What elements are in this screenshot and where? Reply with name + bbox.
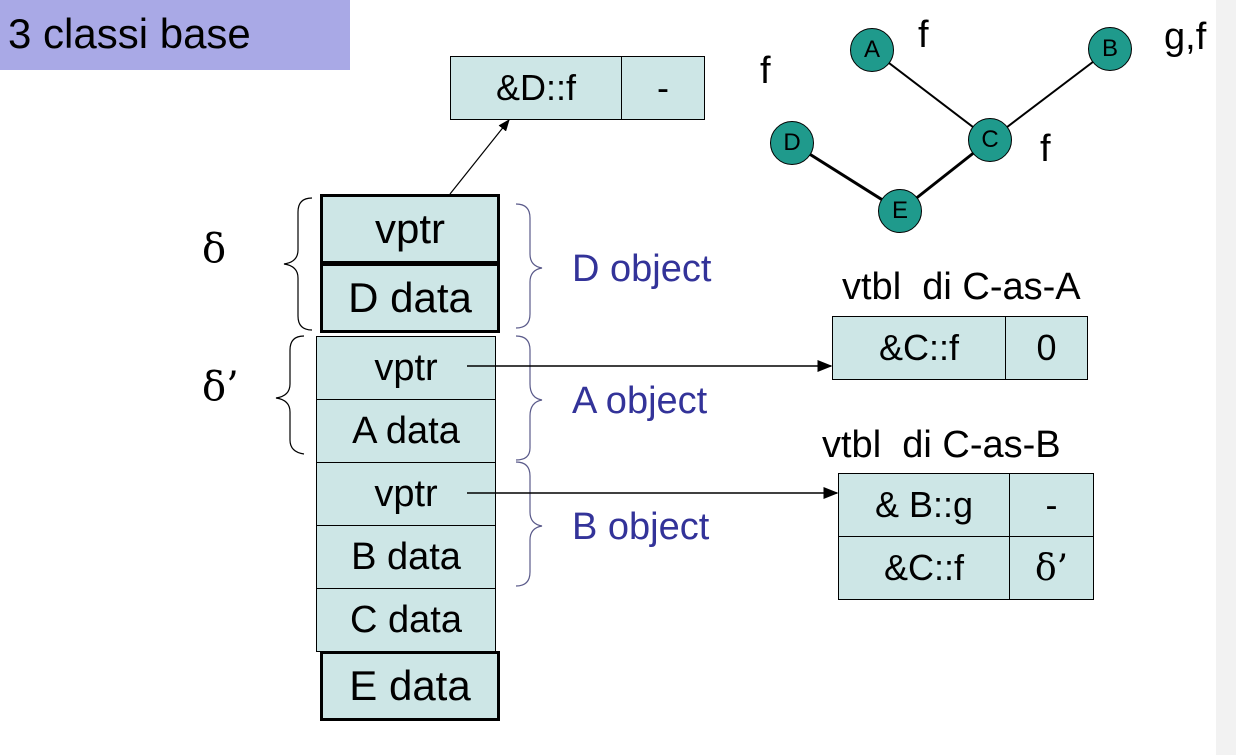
d-data-cell: D data bbox=[320, 263, 500, 333]
vtbl-ca-title: vtbl di C-as-A bbox=[842, 266, 1081, 308]
c-data-cell: C data bbox=[316, 588, 496, 652]
delta-label: δ bbox=[202, 226, 227, 272]
right-edge-strip bbox=[1216, 0, 1236, 755]
delta-left-brace bbox=[283, 197, 313, 331]
graph-node-d: D bbox=[770, 121, 814, 165]
top-vtbl-cell-2: - bbox=[621, 56, 705, 120]
graph-label-c: f bbox=[1040, 128, 1051, 170]
vtbl-cb-title: vtbl di C-as-B bbox=[822, 424, 1061, 466]
d-vptr-cell: vptr bbox=[320, 194, 500, 264]
d-object-right-brace bbox=[515, 203, 543, 329]
a-vptr-cell: vptr bbox=[316, 336, 496, 400]
e-data-cell: E data bbox=[320, 651, 500, 721]
vtbl-ca-cell-1: &C::f bbox=[832, 316, 1006, 380]
graph-node-c: C bbox=[968, 118, 1012, 162]
delta-prime-label: δ’ bbox=[202, 364, 239, 410]
b-vptr-cell: vptr bbox=[316, 462, 496, 526]
b-object-right-brace bbox=[515, 461, 543, 587]
edge-a-c bbox=[871, 49, 991, 141]
vtbl-cb-cell-r1c2: - bbox=[1009, 473, 1094, 537]
graph-node-b: B bbox=[1088, 27, 1132, 71]
graph-node-a: A bbox=[850, 28, 894, 72]
graph-label-a: f bbox=[918, 14, 929, 56]
vtbl-ca-cell-2: 0 bbox=[1005, 316, 1088, 380]
b-object-label: B object bbox=[572, 506, 710, 548]
a-object-right-brace bbox=[515, 335, 543, 461]
graph-node-e: E bbox=[878, 189, 922, 233]
slide-title: 3 classi base bbox=[8, 10, 251, 57]
d-vptr-arrow bbox=[449, 119, 510, 195]
edge-b-c bbox=[989, 48, 1111, 141]
vtbl-cb-cell-r2c1: &C::f bbox=[838, 536, 1010, 600]
b-data-cell: B data bbox=[316, 525, 496, 589]
delta-prime-left-brace bbox=[275, 335, 305, 455]
d-object-label: D object bbox=[572, 248, 712, 290]
vtbl-cb-cell-r2c2: δ’ bbox=[1009, 536, 1094, 600]
a-object-label: A object bbox=[572, 380, 708, 422]
graph-label-d: f bbox=[760, 50, 771, 92]
graph-label-b: g,f bbox=[1164, 16, 1207, 58]
slide-title-bar: 3 classi base bbox=[0, 0, 350, 70]
vtbl-cb-cell-r1c1: & B::g bbox=[838, 473, 1010, 537]
